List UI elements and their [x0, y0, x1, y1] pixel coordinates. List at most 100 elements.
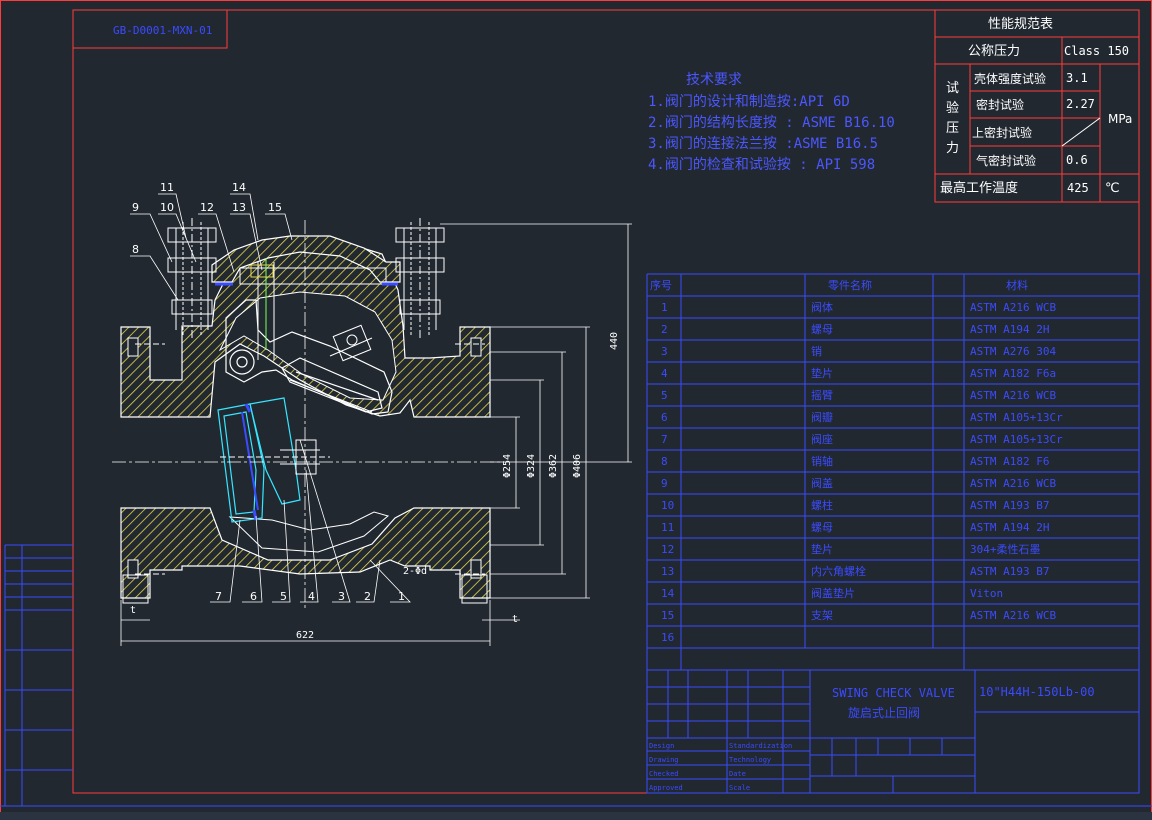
dim-length: 622	[296, 630, 314, 641]
parts-header-material: 材料	[1006, 278, 1028, 292]
parts-row-no: 13	[661, 565, 674, 578]
parts-row-name: 阀盖	[811, 476, 833, 490]
tech-requirements: 技术要求 1.阀门的设计和制造按:API 6D 2.阀门的结构长度按 : ASM…	[648, 72, 895, 173]
test-pressure-char: 试	[946, 81, 959, 96]
disc-nut	[329, 324, 373, 362]
parts-row-no: 10	[661, 499, 674, 512]
drawing-code-box	[72, 9, 228, 49]
title-left-label: Drawing	[649, 756, 679, 764]
leader-label: 2	[364, 590, 371, 603]
leader-label: 8	[132, 243, 139, 256]
title-left-label: Scale	[729, 784, 750, 792]
leader-label: 6	[250, 590, 257, 603]
parts-row-name: 螺柱	[811, 498, 833, 512]
tech-item: 2.阀门的结构长度按 : ASME B16.10	[648, 115, 895, 131]
flange-bolt-hole	[127, 559, 139, 579]
parts-row-material: ASTM A216 WCB	[970, 609, 1056, 622]
parts-row-name: 垫片	[811, 366, 833, 380]
parts-row-material: ASTM A193 B7	[970, 499, 1049, 512]
title-code: 10"H44H-150Lb-00	[979, 685, 1095, 699]
bolt-left	[167, 218, 217, 340]
parts-row-name: 螺母	[811, 521, 833, 534]
title-name-cn: 旋启式止回阀	[848, 706, 920, 720]
perf-row-label: 气密封试验	[976, 153, 1036, 168]
valve-body-lower	[120, 507, 491, 599]
parts-row-name: 螺母	[811, 323, 833, 336]
dim-holes: 2-Φd	[403, 566, 427, 577]
title-name-en: SWING CHECK VALVE	[832, 686, 955, 700]
leader-label: 5	[280, 590, 287, 603]
max-temp-unit: ℃	[1105, 181, 1120, 196]
nominal-pressure-value: Class 150	[1064, 44, 1129, 58]
parts-row-material: ASTM A193 B7	[970, 565, 1049, 578]
title-left-label: Checked	[649, 770, 679, 778]
perf-row-label: 壳体强度试验	[974, 71, 1046, 86]
drawing-code: GB-D0001-MXN-01	[113, 24, 212, 37]
title-block	[646, 669, 1140, 794]
perf-row-label: 密封试验	[976, 97, 1024, 112]
title-left-label: Date	[729, 770, 746, 778]
nominal-pressure-label: 公称压力	[968, 44, 1020, 59]
parts-row-name: 销	[811, 344, 822, 358]
hinge-support	[250, 262, 275, 360]
parts-row-name: 摇臂	[811, 388, 833, 402]
dim-d1: Φ254	[502, 454, 513, 478]
dim-flange-thickness: t	[130, 605, 136, 616]
parts-row-name: 垫片	[811, 542, 833, 556]
parts-row-no: 3	[661, 345, 668, 358]
parts-row-material: ASTM A216 WCB	[970, 301, 1056, 314]
title-left-label: Design	[649, 742, 674, 750]
bolt-right	[395, 218, 445, 340]
leader-label: 3	[338, 590, 345, 603]
leader-label: 15	[268, 201, 282, 214]
parts-row-material: ASTM A182 F6a	[970, 367, 1056, 380]
flange-bolt-hole	[127, 337, 139, 357]
tech-item: 4.阀门的检查和试验按 : API 598	[648, 157, 875, 173]
tech-item: 3.阀门的连接法兰按 :ASME B16.5	[648, 135, 878, 152]
parts-row-material: ASTM A194 2H	[970, 323, 1049, 336]
parts-row-material: 304+柔性石墨	[970, 542, 1041, 556]
parts-row-no: 5	[661, 389, 668, 402]
parts-row-no: 15	[661, 609, 674, 622]
parts-row-no: 12	[661, 543, 674, 556]
leader-label: 12	[200, 201, 214, 214]
flange-bolt-hole	[470, 337, 482, 357]
dim-d3: Φ362	[548, 454, 559, 478]
leader-label: 14	[232, 181, 246, 194]
tech-item: 1.阀门的设计和制造按:API 6D	[648, 94, 850, 110]
dim-height: 440	[609, 332, 620, 350]
parts-row-no: 11	[661, 521, 674, 534]
parts-row-no: 2	[661, 323, 668, 336]
parts-row-material: ASTM A182 F6	[970, 455, 1049, 468]
valve-section-view	[112, 218, 500, 610]
test-pressure-char: 压	[946, 121, 959, 136]
test-pressure-char: 力	[946, 141, 959, 156]
leader-lines-top	[130, 193, 293, 301]
title-left-label: Standardization	[729, 742, 792, 750]
parts-row-no: 6	[661, 411, 668, 424]
parts-row-name: 阀盖垫片	[811, 586, 855, 600]
parts-row-material: ASTM A105+13Cr	[970, 433, 1063, 446]
parts-row-no: 8	[661, 455, 668, 468]
leader-label: 9	[132, 201, 139, 214]
parts-row-no: 7	[661, 433, 668, 446]
flange-bolt-hole	[470, 559, 482, 579]
parts-row-name: 支架	[811, 609, 833, 622]
parts-header-no: 序号	[650, 278, 672, 292]
disc-assembly	[217, 397, 301, 523]
parts-row-name: 阀瓣	[811, 410, 833, 424]
parts-row-material: ASTM A216 WCB	[970, 477, 1056, 490]
disc-bolt	[220, 439, 330, 475]
leader-label: 10	[160, 201, 174, 214]
dim-flange-thickness: t	[512, 614, 518, 625]
title-left-label: Approved	[649, 784, 683, 792]
tech-title: 技术要求	[686, 72, 742, 88]
unit-mpa: MPa	[1108, 112, 1132, 126]
flange-face	[122, 574, 149, 604]
leader-label: 11	[160, 181, 174, 194]
perf-title: 性能规范表	[988, 17, 1053, 32]
parts-row-no: 4	[661, 367, 668, 380]
dim-d2: Φ324	[526, 454, 537, 478]
